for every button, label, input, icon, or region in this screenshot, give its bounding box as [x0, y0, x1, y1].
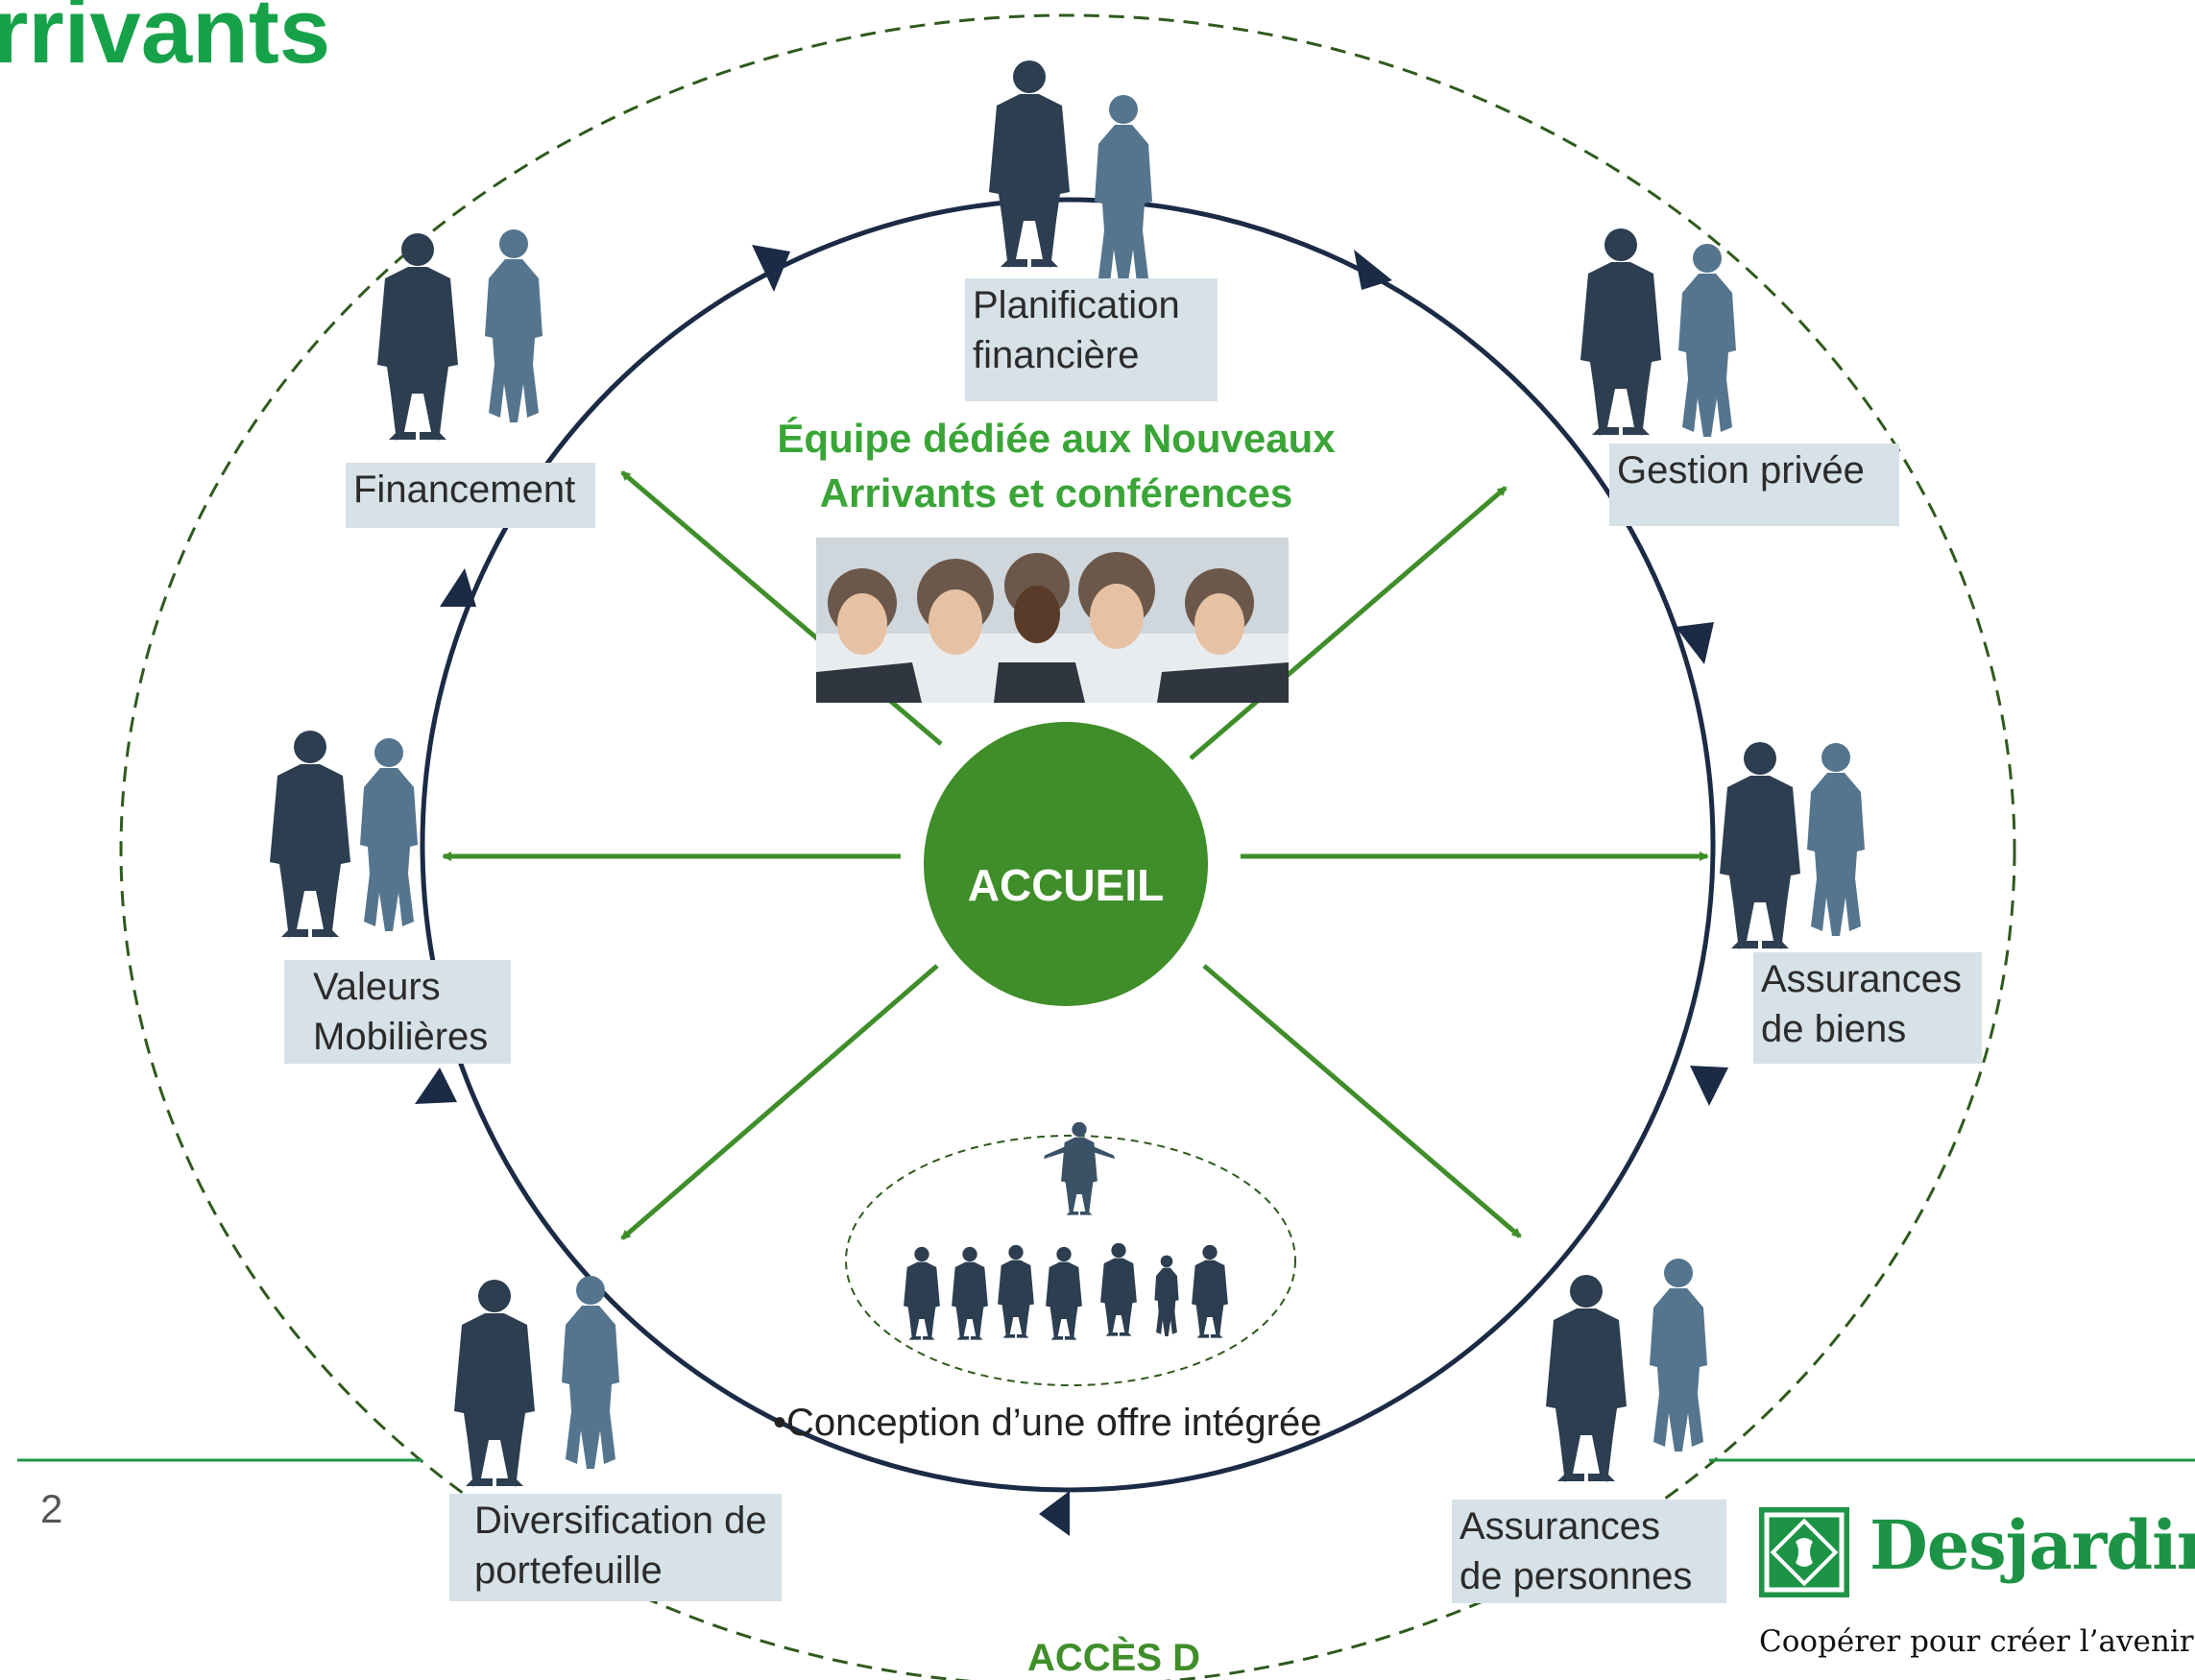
- businessman-icon: [1580, 228, 1661, 437]
- team-photo: [816, 538, 1289, 703]
- label-assurances-personnes: Assurances de personnes: [1452, 1500, 1726, 1603]
- brand-name: Desjardins: [1869, 1505, 2195, 1585]
- label-line: Mobilières: [313, 1016, 489, 1058]
- process-cycle-ring: [420, 197, 1716, 1493]
- businesswoman-icon: [562, 1276, 619, 1469]
- businesswoman-icon: [1807, 743, 1865, 936]
- businessman-icon: [270, 731, 350, 939]
- label-planification: Planification financière: [965, 278, 1218, 401]
- outer-dashed-ring: [119, 13, 2016, 1680]
- label-line: de biens: [1761, 1008, 1907, 1050]
- label-line: Assurances: [1761, 958, 1962, 1000]
- audience-group: [904, 1242, 1228, 1341]
- businessman-icon: [377, 233, 458, 442]
- label-line: financière: [973, 334, 1140, 376]
- acces-d-label: ACCÈS D: [1027, 1637, 1201, 1679]
- label-line: portefeuille: [474, 1549, 663, 1592]
- desjardins-logo-icon: [1759, 1507, 1849, 1597]
- label-line: Planification: [973, 284, 1180, 326]
- label-line: de personnes: [1459, 1555, 1693, 1597]
- label-valeurs-mobilieres: Valeurs Mobilières: [284, 960, 511, 1064]
- businesswoman-icon: [1650, 1259, 1707, 1452]
- team-title-line: Équipe dédiée aux Nouveaux: [777, 416, 1336, 461]
- team-title-line: Arrivants et conférences: [819, 470, 1293, 516]
- label-line: Financement: [353, 468, 576, 511]
- businesswoman-icon: [360, 738, 418, 931]
- label-diversification: Diversification de portefeuille: [449, 1494, 782, 1601]
- businessman-icon: [454, 1280, 535, 1488]
- radial-arrows: [442, 470, 1709, 1240]
- businesswoman-icon: [1095, 95, 1152, 288]
- accueil-circle: [924, 722, 1208, 1006]
- businesswoman-icon: [485, 229, 543, 422]
- team-title: Équipe dédiée aux Nouveaux Arrivants et …: [749, 411, 1363, 520]
- desjardins-logo-glyph: [1764, 1512, 1845, 1593]
- conception-label: •Conception d’une offre intégrée: [773, 1402, 1322, 1444]
- businessman-icon: [1720, 742, 1800, 950]
- businessman-icon: [989, 60, 1070, 269]
- label-line: Gestion privée: [1617, 449, 1865, 492]
- page-number: 2: [40, 1486, 63, 1531]
- accueil-label: ACCUEIL: [967, 860, 1165, 910]
- group-dashed-ellipse: [845, 1135, 1296, 1386]
- cycle-arrowheads: [415, 245, 1728, 1536]
- presenter-icon: [1044, 1121, 1115, 1216]
- businesswoman-icon: [1678, 244, 1736, 437]
- label-financement: Financement: [346, 463, 595, 528]
- label-line: Assurances: [1459, 1505, 1660, 1548]
- label-assurances-biens: Assurances de biens: [1753, 952, 1982, 1064]
- page-title: rrivants: [0, 0, 331, 83]
- brand-tagline: Coopérer pour créer l’avenir: [1759, 1624, 2194, 1659]
- label-line: Diversification de: [474, 1500, 767, 1542]
- businessman-icon: [1546, 1275, 1627, 1483]
- label-line: Valeurs: [313, 966, 441, 1008]
- label-gestion-privee: Gestion privée: [1609, 444, 1899, 526]
